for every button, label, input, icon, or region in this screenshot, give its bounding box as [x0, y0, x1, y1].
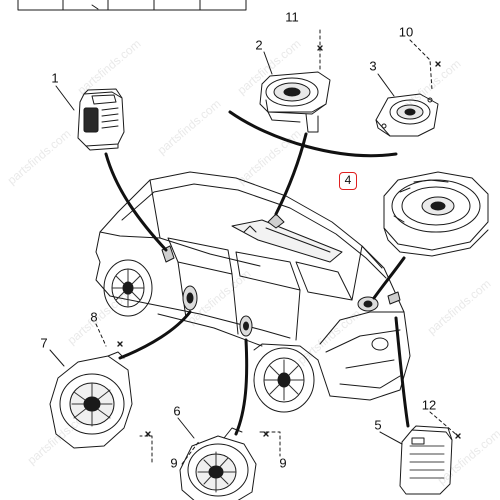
- connector-lines: [104, 110, 410, 436]
- callout-4-highlight: 4: [339, 172, 357, 190]
- callout-10: 10: [398, 24, 414, 40]
- callout-8: 8: [90, 309, 98, 325]
- screw-marks: [117, 45, 461, 439]
- part-4-subwoofer: [383, 171, 489, 257]
- car-body: [95, 171, 411, 413]
- callout-9-right: 9: [279, 455, 287, 471]
- callout-5: 5: [374, 417, 382, 433]
- part-2-speaker: [259, 71, 331, 133]
- callout-7: 7: [40, 335, 48, 351]
- table-fragment: [17, 0, 247, 11]
- callout-2: 2: [255, 37, 263, 53]
- callout-12: 12: [421, 397, 437, 413]
- part-6-speaker: [179, 427, 257, 500]
- callout-9-left: 9: [170, 455, 178, 471]
- callout-4: 4: [344, 173, 352, 187]
- callout-6: 6: [173, 403, 181, 419]
- callout-1: 1: [51, 70, 59, 86]
- callout-11: 11: [285, 9, 299, 25]
- part-7-speaker: [49, 351, 133, 449]
- part-3-speaker: [375, 93, 439, 137]
- part-1-module: [77, 88, 125, 151]
- callout-3: 3: [369, 58, 377, 74]
- part-5-amplifier: [399, 425, 453, 495]
